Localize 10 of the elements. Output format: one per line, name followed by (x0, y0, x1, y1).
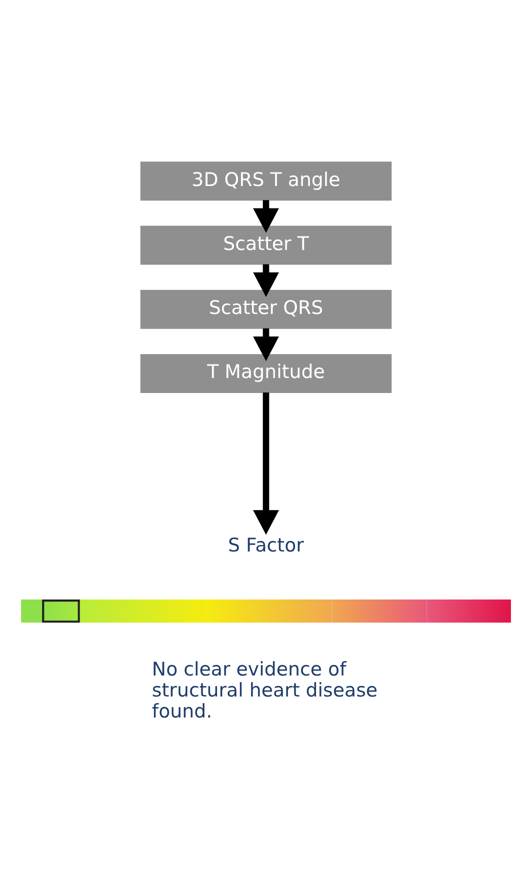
node-box: 3D QRS T angle (140, 162, 392, 201)
node-box: T Magnitude (140, 354, 392, 393)
arrow (253, 328, 279, 362)
arrow (253, 264, 279, 297)
node-box: Scatter QRS (140, 290, 392, 329)
node-box: Scatter T (140, 226, 392, 265)
label: No clear evidence of structural heart disease found. (152, 658, 378, 723)
arrow (253, 392, 279, 535)
node-text: S Factor (228, 534, 304, 557)
arrow (253, 200, 279, 233)
